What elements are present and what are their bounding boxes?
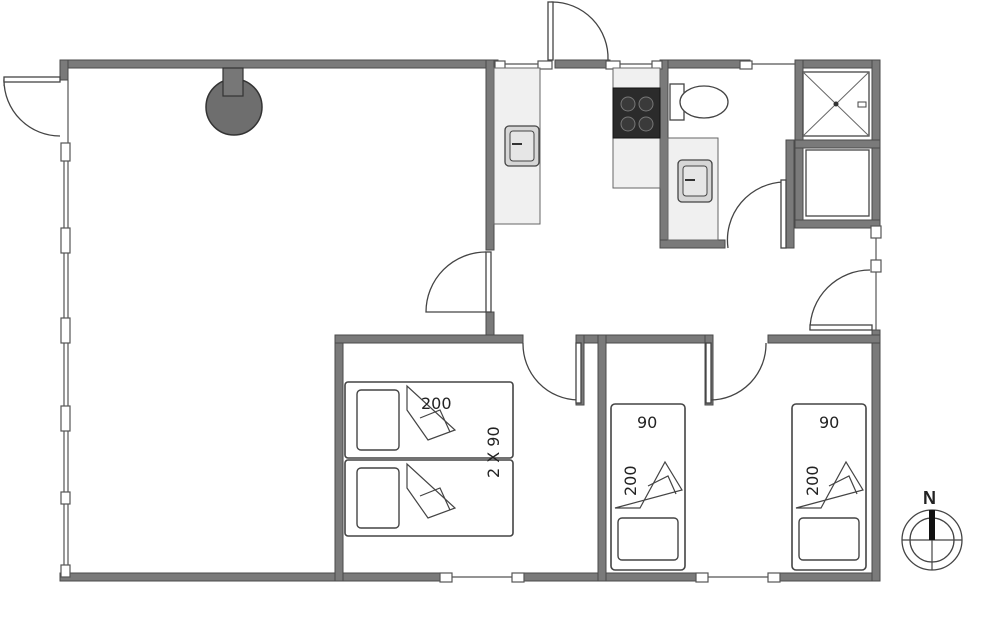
kitchen (493, 67, 661, 225)
bed-length-label: 200 (621, 465, 640, 496)
wall-top-bath (659, 59, 751, 69)
wall-top-living (59, 59, 499, 69)
bed-width-label: 90 (637, 413, 657, 432)
door-hall-right (809, 269, 871, 331)
blanket-fold-icon (614, 460, 683, 509)
pillow-icon (356, 467, 400, 529)
bed-length-label: 200 (421, 394, 452, 413)
storage-cabinet (805, 149, 870, 217)
toilet-bowl-icon (679, 85, 729, 119)
windows (60, 60, 882, 583)
window-bottom-3 (695, 572, 709, 583)
wall-bedroom1-top (334, 334, 524, 344)
wall-bedroom1-left (334, 334, 344, 582)
stove-icon (612, 87, 661, 139)
door-bathroom (726, 181, 785, 249)
fireplace (205, 67, 263, 136)
bedroom-1: 200 2 X 90 (344, 381, 514, 537)
door-bedroom1 (522, 342, 579, 401)
pillow-icon (356, 389, 400, 451)
wall-shower-bottom (794, 219, 881, 229)
wall-bottom-right (774, 572, 881, 582)
north-label: N (923, 488, 936, 508)
wall-right-bottom (871, 329, 881, 582)
window-right-1 (870, 225, 882, 239)
window-left-5 (60, 491, 71, 505)
window-bottom-2 (511, 572, 525, 583)
window-left-6 (60, 564, 71, 578)
door-top-entrance (551, 1, 609, 61)
chimney-icon (222, 67, 244, 97)
wall-bedroom1-2-lower (597, 334, 607, 582)
pillow-icon (617, 517, 679, 561)
bed-width-label: 2 X 90 (484, 426, 503, 478)
wall-top-kitchen (554, 59, 611, 69)
window-bottom-1 (439, 572, 453, 583)
door-bedroom2 (709, 342, 767, 401)
wall-bath-bottom (659, 239, 726, 249)
wall-bottom-mid (519, 572, 701, 582)
compass-needle-icon (929, 510, 935, 540)
wall-bottom-living (59, 572, 446, 582)
window-left-3 (60, 317, 71, 344)
wall-bath-left (659, 59, 669, 249)
window-left-4 (60, 405, 71, 432)
pillow-icon (798, 517, 860, 561)
blanket-fold-icon (795, 460, 864, 509)
bedroom-3: 90 200 (791, 403, 867, 571)
bedroom-2: 90 200 (610, 403, 686, 571)
wall-bedroom3-top (767, 334, 881, 344)
window-top-2 (537, 60, 553, 70)
window-bottom-4 (767, 572, 781, 583)
window-left-1 (60, 142, 71, 162)
bed-width-label: 90 (819, 413, 839, 432)
window-top-5 (739, 60, 753, 70)
window-right-2 (870, 259, 882, 273)
wall-living-kitchen (485, 59, 495, 251)
door-left-entrance (3, 79, 61, 137)
bed-length-label: 200 (803, 465, 822, 496)
bathroom (667, 71, 870, 241)
north-compass: N (901, 488, 963, 571)
wall-left-top (59, 59, 69, 81)
wall-shower-mid (794, 139, 881, 149)
window-left-2 (60, 227, 71, 254)
wall-bath-right (785, 139, 795, 249)
doors (3, 1, 873, 404)
door-living (425, 251, 487, 313)
wall-top-right (794, 59, 881, 69)
